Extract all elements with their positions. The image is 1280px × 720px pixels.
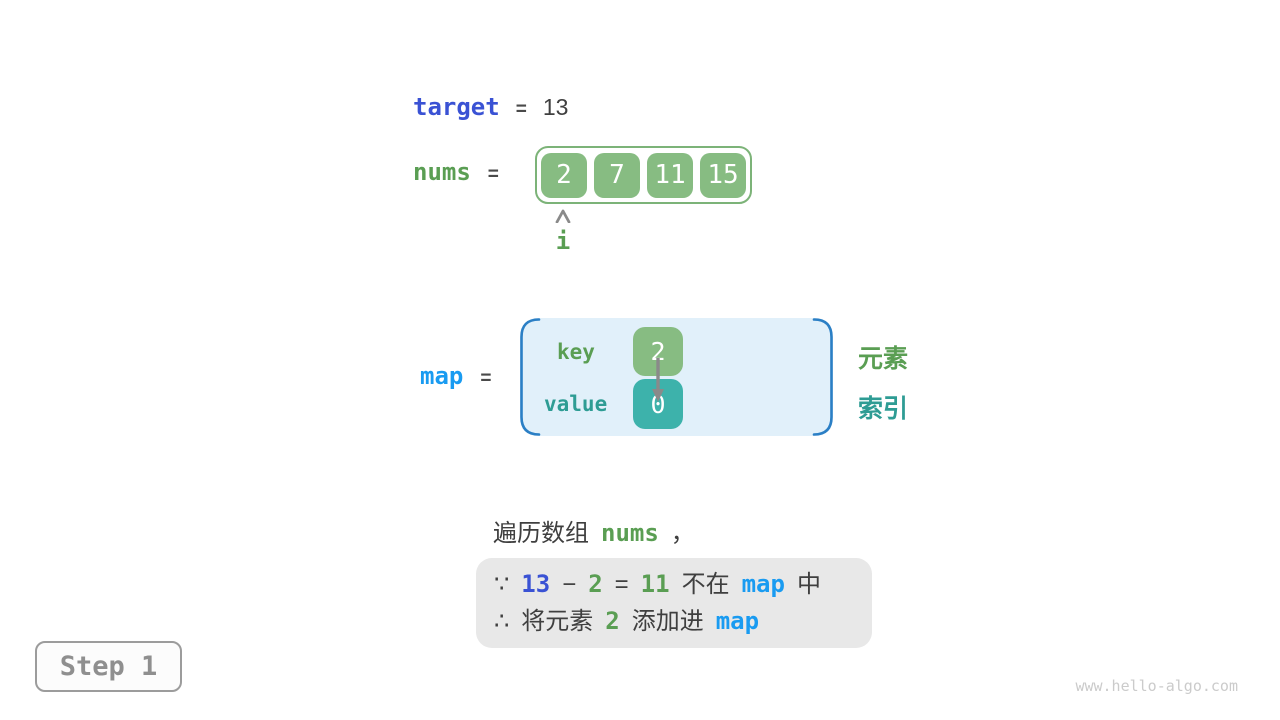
arrow-down-icon [652, 358, 664, 402]
map-label-row: map = [420, 362, 491, 390]
array-cell: 11 [647, 152, 693, 198]
note-text: 将元素 [521, 608, 594, 635]
caption-line: 遍历数组 nums ， [493, 513, 695, 548]
target-row: target = 13 [413, 93, 568, 121]
note-element-value: 2 [605, 607, 620, 635]
nums-label-row: nums = [413, 158, 499, 186]
array-cell: 2 [541, 152, 587, 198]
legend-index-label: 索引 [858, 395, 909, 423]
note-element-value: 2 [588, 570, 603, 598]
map-brackets-icon [520, 318, 833, 436]
note-box: ∵ 13 − 2 = 11 不在 map 中 ∴ 将元素 2 添加进 map [476, 558, 872, 648]
therefore-symbol: ∴ [494, 608, 510, 635]
note-text: 不在 [681, 571, 730, 598]
note-target-value: 13 [521, 570, 551, 598]
minus-sign: − [562, 571, 577, 598]
caption-prefix: 遍历数组 [493, 520, 589, 547]
target-variable: target [413, 93, 500, 121]
step-badge: Step 1 [35, 641, 182, 692]
index-pointer: i [552, 209, 574, 255]
nums-equals: = [487, 164, 499, 185]
nums-variable: nums [413, 158, 471, 186]
index-pointer-label: i [555, 227, 571, 255]
note-text: 中 [796, 571, 821, 598]
note-line-1: ∵ 13 − 2 = 11 不在 map 中 [494, 566, 854, 603]
target-equals: = [515, 99, 527, 120]
target-value: 13 [542, 94, 569, 120]
map-container: key value 2 0 [520, 318, 833, 436]
note-map-ref: map [715, 607, 760, 635]
watermark: www.hello-algo.com [1075, 677, 1238, 695]
note-line-2: ∴ 将元素 2 添加进 map [494, 603, 854, 640]
map-value-label: value [544, 392, 608, 416]
note-text: 添加进 [631, 608, 704, 635]
array-cell: 15 [700, 152, 746, 198]
map-equals: = [480, 368, 492, 389]
because-symbol: ∵ [494, 571, 510, 598]
map-key-label: key [557, 340, 595, 364]
map-variable: map [420, 362, 464, 390]
nums-array: 2 7 11 15 [535, 146, 752, 204]
caption-suffix: ， [670, 520, 695, 547]
caret-up-icon [555, 209, 571, 223]
array-cell: 7 [594, 152, 640, 198]
note-map-ref: map [741, 570, 785, 598]
caption-code: nums [601, 519, 659, 547]
legend-element-label: 元素 [858, 345, 909, 373]
equals-sign: = [614, 571, 629, 598]
note-diff-value: 11 [640, 570, 670, 598]
